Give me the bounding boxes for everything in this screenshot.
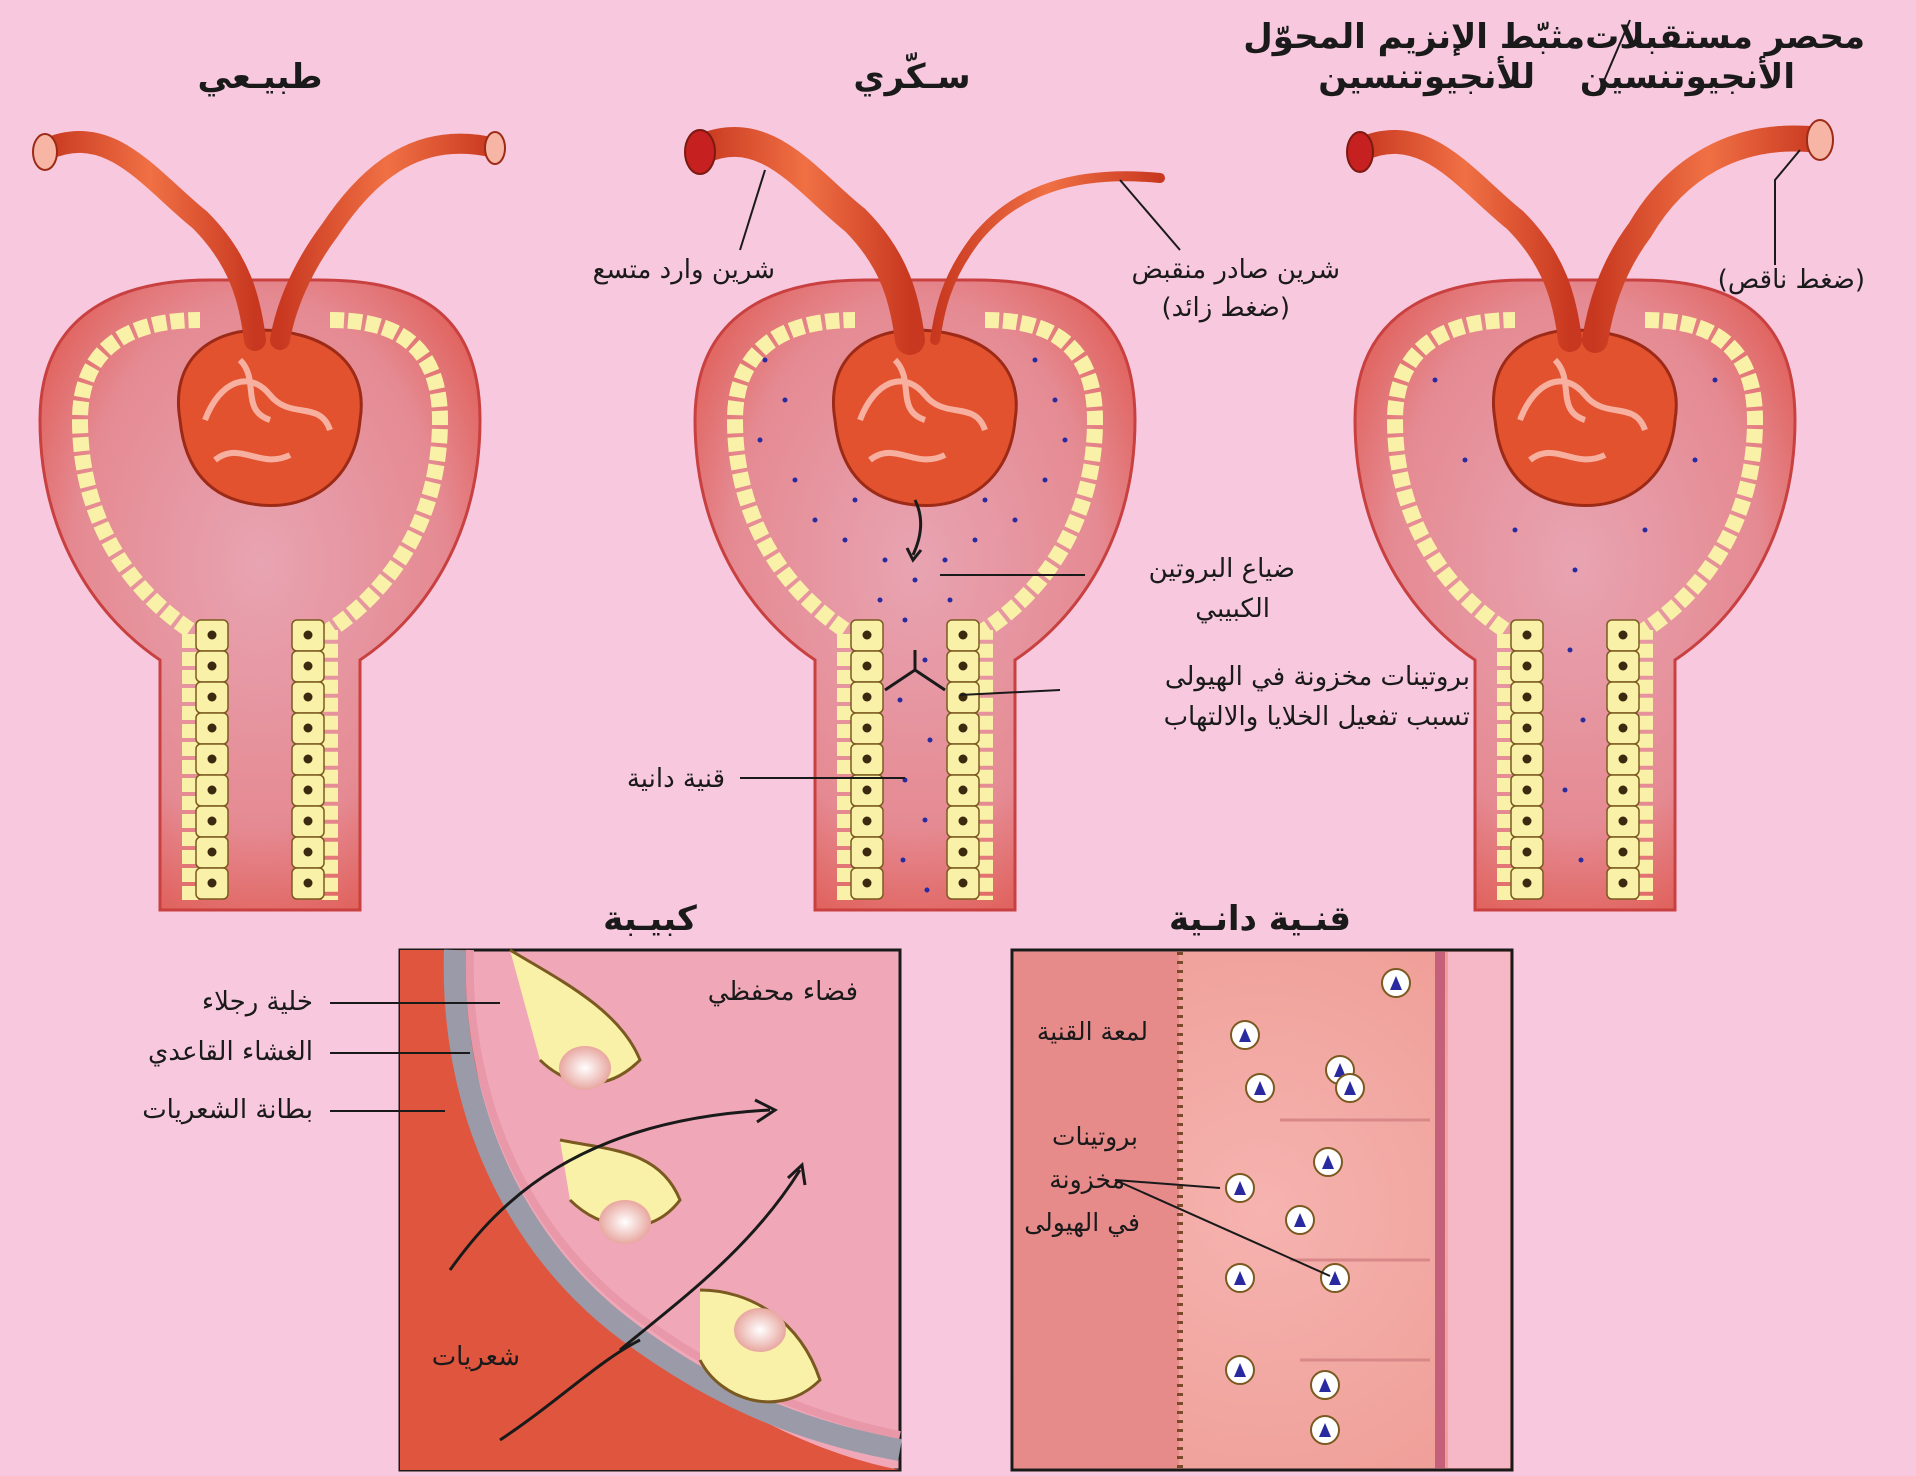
title-diabetic: سـكّري xyxy=(853,53,970,97)
label-stored-l1: بروتينات مخزونة في الهيولى xyxy=(1165,662,1470,692)
protein-dots xyxy=(757,357,1068,893)
tubule-detail xyxy=(1010,948,1514,1472)
parietal-layer xyxy=(726,312,1104,900)
label-protein-loss-l2: الكبيبي xyxy=(1195,594,1270,624)
nephron-normal xyxy=(32,130,506,912)
podocyte-nucleus xyxy=(599,1200,651,1244)
arrow-head xyxy=(905,547,923,563)
label-stored-l2: تسبب تفعيل الخلايا والالتهاب xyxy=(1164,702,1470,732)
glomerulus-detail xyxy=(398,948,902,1472)
label-proteins-l3: في الهيولى xyxy=(1024,1208,1140,1238)
label-protein-loss-l1: ضياع البروتين xyxy=(1149,554,1295,584)
flow-arrow xyxy=(499,1338,641,1442)
label-bowman-space: فضاء محفظي xyxy=(708,977,858,1007)
glomerulus-loops xyxy=(1517,357,1648,463)
bowman-capsule xyxy=(1353,278,1797,912)
afferent-arteriole xyxy=(34,130,266,351)
protein-dots xyxy=(1432,377,1718,863)
parietal-layer xyxy=(1386,312,1764,900)
tubule-cells-right xyxy=(291,619,325,900)
afferent-arteriole xyxy=(685,126,925,355)
tubule-cells-right xyxy=(1606,619,1640,900)
efferent-arteriole xyxy=(1582,125,1833,353)
label-podocyte: خلية رجلاء xyxy=(202,987,313,1017)
leader-afferent xyxy=(739,169,766,251)
nephron-treated xyxy=(1346,119,1834,912)
vessel-lumen xyxy=(1806,119,1834,161)
afferent-arteriole xyxy=(1348,129,1582,352)
podocyte-nucleus xyxy=(559,1046,611,1090)
title-ace-l1: مثبّط الإنزيم المحوّل xyxy=(1243,17,1585,57)
title-normal: طبيـعي xyxy=(198,57,323,97)
leader-under-pressure xyxy=(1774,149,1801,265)
leader-stored xyxy=(959,689,1061,696)
label-lumen: لمعة القنية xyxy=(1037,1017,1148,1046)
label-efferent-l1: شرين صادر منقبض xyxy=(1132,255,1340,285)
vessel-lumen xyxy=(684,129,716,175)
reabsorption-arrows xyxy=(884,650,946,692)
tubule-cells-left xyxy=(195,619,229,900)
protein-vesicles xyxy=(1225,968,1411,1445)
leader-proteins xyxy=(1114,1179,1331,1277)
vessel-lumen xyxy=(1346,131,1374,173)
glomerulus-loops xyxy=(202,357,333,463)
label-proximal-tubule: قنية دانية xyxy=(627,764,725,794)
efferent-arteriole xyxy=(930,171,1165,345)
label-proteins-l1: بروتينات xyxy=(1052,1122,1138,1152)
title-arb-l2: الأنجيوتنسين xyxy=(1580,55,1795,97)
label-capillaries: شعريات xyxy=(432,1342,520,1372)
bowman-capsule xyxy=(693,278,1137,912)
bowman-capsule xyxy=(38,278,482,912)
label-basement: الغشاء القاعدي xyxy=(148,1037,313,1067)
parietal-layer xyxy=(71,312,449,900)
vessel-lumen xyxy=(484,131,506,165)
leader-efferent xyxy=(1119,179,1181,251)
title-ace-l2: للأنجيوتنسين xyxy=(1318,55,1535,97)
filtration-arrow xyxy=(911,499,923,556)
efferent-arteriole xyxy=(270,133,505,350)
label-proteins-l2: مخزونة xyxy=(1049,1165,1125,1195)
label-endothelium: بطانة الشعريات xyxy=(142,1095,313,1125)
flow-arrow xyxy=(619,1169,802,1352)
flow-arrow xyxy=(448,1108,771,1271)
tubule-cells-left xyxy=(850,619,884,900)
label-efferent-l2: (ضغط زائد) xyxy=(1161,293,1290,323)
label-afferent: شرين وارد متسع xyxy=(593,255,775,285)
nephron-diabetic xyxy=(684,126,1165,912)
title-tubule-box: قنـية دانـية xyxy=(1169,899,1351,939)
vessel-lumen xyxy=(32,133,58,171)
glomerulus-loops xyxy=(857,357,988,463)
tubule-cells-right xyxy=(946,619,980,900)
tubule-cells-left xyxy=(1510,619,1544,900)
title-glomerulus-box: كبيـبة xyxy=(603,899,697,939)
title-arb-l1: محصر مستقبلات xyxy=(1585,17,1865,57)
podocyte-nucleus xyxy=(734,1308,786,1352)
title-separator xyxy=(1599,19,1631,91)
label-under-pressure: (ضغط ناقص) xyxy=(1718,265,1865,295)
